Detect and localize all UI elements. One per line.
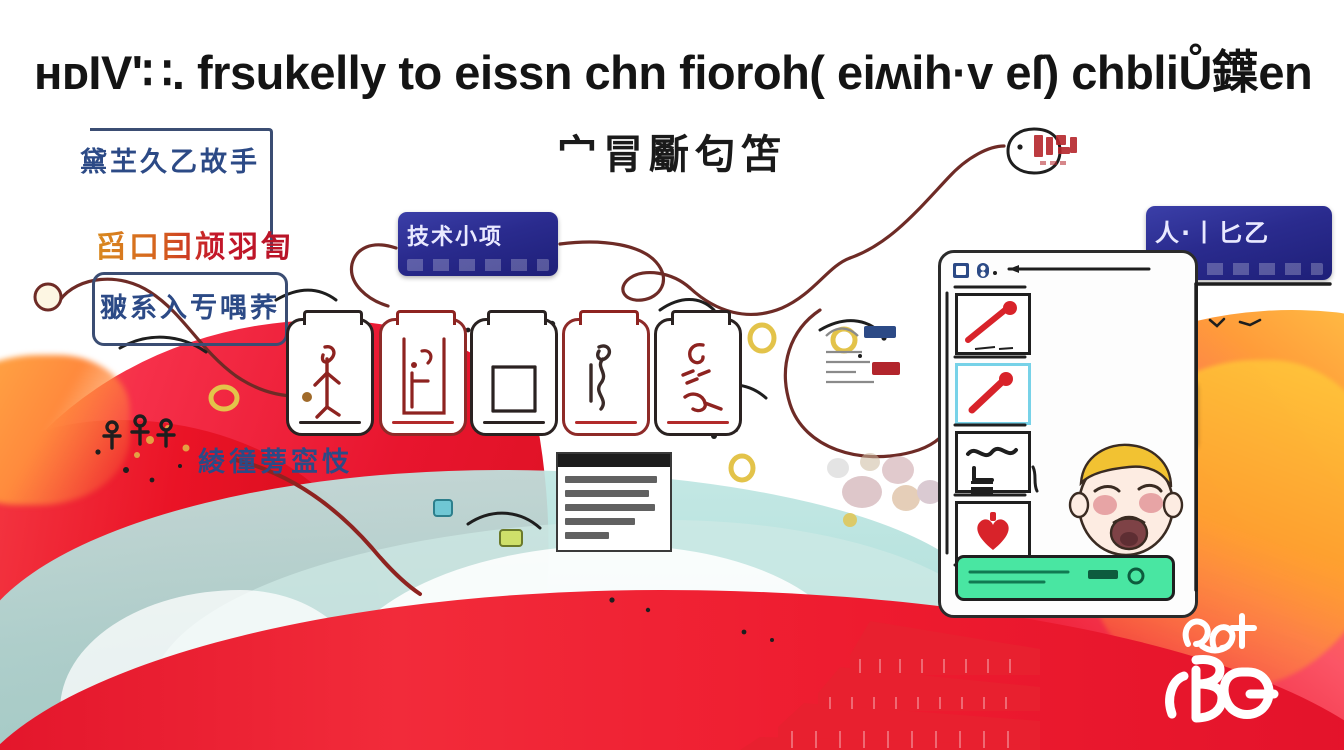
document-row bbox=[565, 490, 649, 497]
sketch-card-tab bbox=[487, 310, 547, 325]
node-chip-1-underline bbox=[407, 259, 549, 271]
sketch-card-tab bbox=[396, 310, 456, 325]
seal-stamp-icon bbox=[1006, 127, 1077, 175]
tile-heart-icon bbox=[977, 512, 1009, 550]
bracket-icon bbox=[90, 128, 273, 251]
background-orange-left-glow bbox=[0, 355, 130, 505]
tile-arrow-icon bbox=[965, 301, 1017, 343]
card-scribble-icon bbox=[589, 344, 612, 411]
node-chip-1[interactable]: 技术小项 bbox=[398, 212, 558, 276]
background-white-wave-2 bbox=[60, 590, 360, 750]
node-chip-2-label: 人·丨匕乙 bbox=[1155, 219, 1271, 247]
sketch-card[interactable] bbox=[654, 310, 742, 436]
left-label-b: 翍系入亐喁荞 bbox=[100, 293, 280, 324]
mid-label: 綾徸蒡寍忮 bbox=[198, 447, 353, 478]
card-scribble-icon bbox=[402, 337, 446, 415]
left-label-a: 黛芏久乙故手 bbox=[80, 147, 260, 178]
cta-content bbox=[968, 567, 1145, 585]
background-teal-wave bbox=[0, 470, 990, 750]
left-label-box bbox=[92, 272, 288, 346]
sketch-card-underline bbox=[392, 421, 454, 424]
sketch-card[interactable] bbox=[562, 310, 650, 436]
sketch-card-underline bbox=[575, 421, 637, 424]
sketch-card-underline bbox=[667, 421, 729, 424]
tile-wrench-icon bbox=[968, 372, 1013, 414]
phone-tile[interactable] bbox=[955, 293, 1031, 355]
status-bar-icons bbox=[953, 263, 1151, 278]
document-panel-header bbox=[558, 454, 670, 467]
card-scribble-icon bbox=[681, 343, 723, 413]
phone-tile[interactable] bbox=[955, 363, 1031, 425]
sketch-card-tab bbox=[303, 310, 363, 325]
background-teal-wave-2 bbox=[150, 520, 1010, 750]
background-white-wave bbox=[330, 545, 850, 750]
document-row bbox=[565, 518, 635, 525]
node-chip-1-label: 技术小项 bbox=[407, 225, 504, 250]
document-panel[interactable] bbox=[556, 452, 672, 552]
sketch-card-underline bbox=[483, 421, 545, 424]
mascot-face-icon bbox=[1068, 443, 1184, 557]
sketch-card-tab bbox=[671, 310, 731, 325]
sketch-card-underline bbox=[299, 421, 361, 424]
sketch-card[interactable] bbox=[286, 310, 374, 436]
poster-title: ʜᴅIV'∷. frsukelly to eissn chn fioroh( e… bbox=[34, 46, 1313, 99]
tile-wave-icon bbox=[966, 446, 1018, 482]
phone-mockup[interactable] bbox=[938, 250, 1198, 618]
sketch-card[interactable] bbox=[470, 310, 558, 436]
card-scribble-icon bbox=[491, 365, 537, 413]
pagoda-icon bbox=[740, 621, 1040, 750]
document-row bbox=[565, 532, 609, 539]
poster-subtitle: 宀冐斸匂笘 bbox=[557, 132, 787, 178]
brand-logo-icon bbox=[1165, 613, 1279, 723]
sketch-card[interactable] bbox=[379, 310, 467, 436]
card-scribble-icon bbox=[302, 345, 341, 419]
sketch-card-tab bbox=[579, 310, 639, 325]
phone-status-bar bbox=[953, 261, 1183, 281]
document-row bbox=[565, 476, 657, 483]
document-row bbox=[565, 504, 655, 511]
phone-cta-button[interactable] bbox=[955, 555, 1175, 601]
left-label-red: 舀口囙颃羽訇 bbox=[96, 222, 294, 266]
